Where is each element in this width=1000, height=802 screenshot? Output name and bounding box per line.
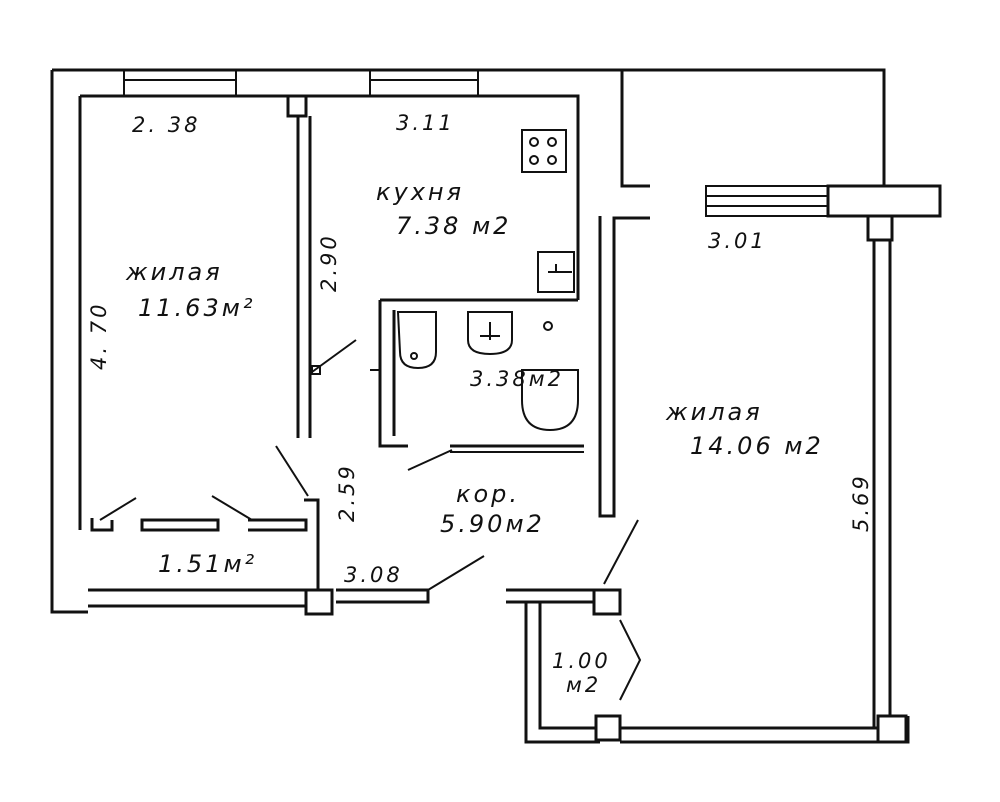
interior-partitions <box>90 94 908 744</box>
kitchen-area: 7.38 м2 <box>396 212 511 240</box>
dim-corridor-height: 2.59 <box>335 463 359 522</box>
kitchen-stove <box>521 129 567 173</box>
toilet <box>521 321 579 432</box>
dim-right-height: 5.69 <box>849 473 873 532</box>
dim-top-left: 2. 38 <box>132 113 200 137</box>
balcony-right-area: 1.00 <box>552 649 611 673</box>
dim-corridor-width: 3.08 <box>344 563 403 587</box>
dim-left-height: 4. 70 <box>87 302 111 370</box>
loggia-left-area: 1.51м² <box>158 550 257 578</box>
dim-right-top: 3.01 <box>708 229 767 253</box>
living-left-area: 11.63м² <box>138 294 255 322</box>
kitchen-name: кухня <box>376 178 464 206</box>
bathroom-area: 3.38м2 <box>470 367 564 391</box>
corridor-area: 5.90м2 <box>440 510 545 538</box>
living-right-area: 14.06 м2 <box>690 432 824 460</box>
dim-partition-height: 2.90 <box>317 233 341 292</box>
exterior-walls <box>50 68 910 744</box>
corridor-name: кор. <box>456 480 520 508</box>
kitchen-sink <box>537 251 575 293</box>
dim-top-kitchen: 3.11 <box>396 111 455 135</box>
living-left-name: жилая <box>125 258 223 286</box>
living-right-name: жилая <box>665 398 763 426</box>
balcony-window <box>705 184 942 242</box>
washbasin <box>467 311 513 356</box>
bathtub <box>396 311 437 370</box>
balcony-right-unit: м2 <box>566 673 601 697</box>
